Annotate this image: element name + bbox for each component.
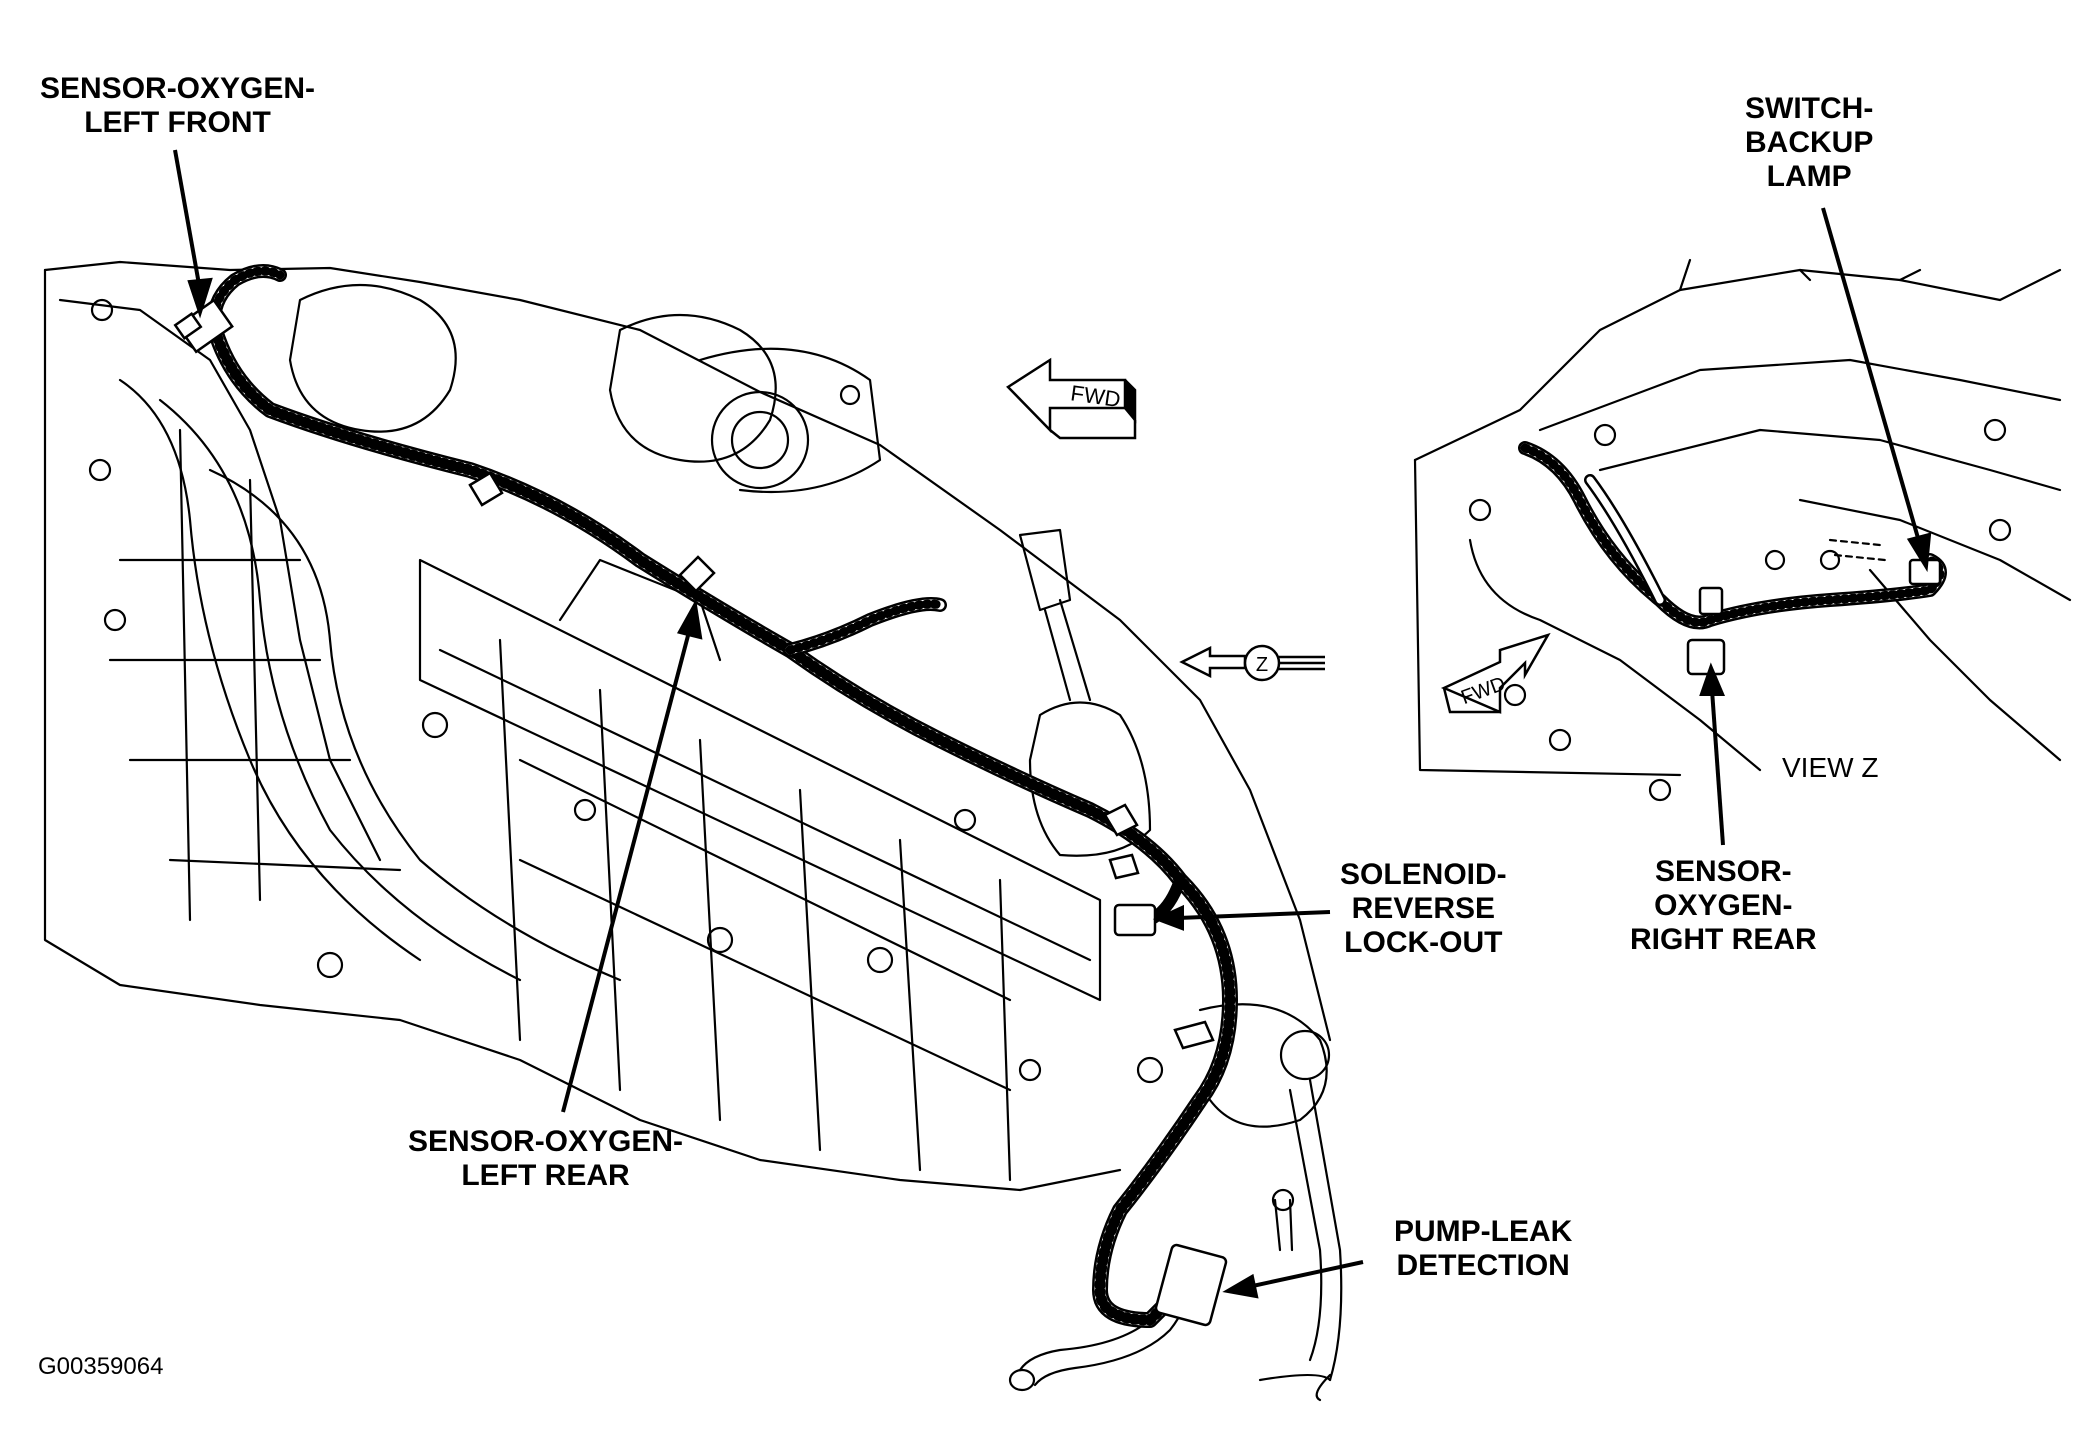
inset-connectors <box>1686 558 1942 676</box>
label-pump-leak-detection: PUMP-LEAK DETECTION <box>1394 1215 1573 1282</box>
leader-arrows <box>173 149 1932 1299</box>
transmission-drawing <box>43 260 1343 1402</box>
inset-harness <box>1518 441 1947 630</box>
inset-view-z <box>1413 258 2072 802</box>
view-z-label: VIEW Z <box>1782 752 1879 783</box>
view-z-marker-label: Z <box>1256 654 1268 676</box>
label-solenoid-reverse-lockout: SOLENOID- REVERSE LOCK-OUT <box>1340 858 1507 959</box>
label-oxygen-sensor-left-rear: SENSOR-OXYGEN- LEFT REAR <box>408 1125 684 1192</box>
label-oxygen-sensor-right-rear: SENSOR- OXYGEN- RIGHT REAR <box>1630 855 1817 956</box>
figure-id: G00359064 <box>38 1353 164 1380</box>
fwd-arrow-main: FWD <box>1006 357 1137 440</box>
view-z-arrow: Z <box>1179 644 1325 682</box>
fwd-arrow-inset: FWD <box>1440 632 1551 714</box>
label-backup-lamp-switch: SWITCH- BACKUP LAMP <box>1745 92 1874 193</box>
label-oxygen-sensor-left-front: SENSOR-OXYGEN- LEFT FRONT <box>40 72 316 139</box>
harness-connectors <box>173 298 1228 1327</box>
